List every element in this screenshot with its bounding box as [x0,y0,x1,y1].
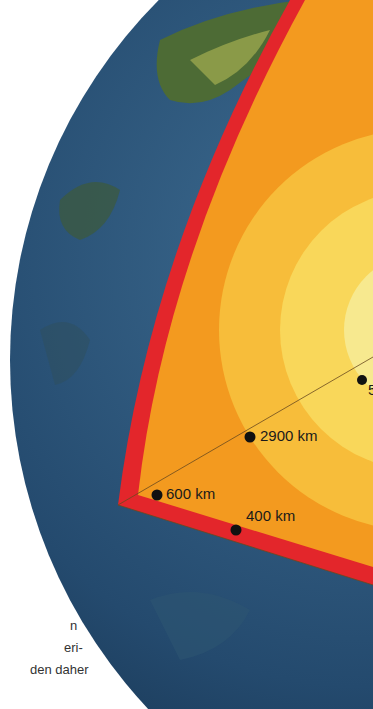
text-fragment: n [70,619,77,634]
depth-label: 2900 km [260,427,318,444]
text-fragment: eri- [64,641,83,656]
depth-dot [357,375,367,385]
depth-label: 600 km [166,485,215,502]
depth-dot [245,432,256,443]
depth-dot [152,490,163,501]
inner-core [344,254,373,406]
text-fragment: den daher [30,663,89,678]
depth-label: 520 [368,381,373,398]
globe [10,0,373,709]
depth-dot [231,525,242,536]
depth-label: 400 km [246,507,295,524]
radius-line [118,357,373,505]
edge-line [118,505,373,585]
outer-core [219,129,373,531]
